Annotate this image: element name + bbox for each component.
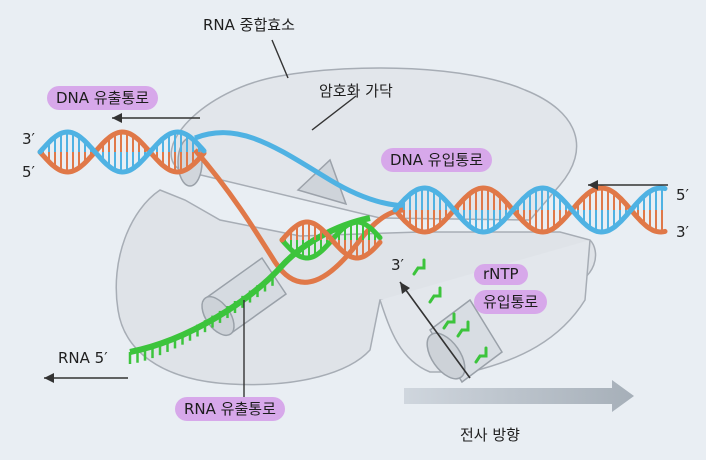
rna-polymerase-label: RNA 중합효소 [203,16,295,34]
dna-entry-arrow [588,180,668,190]
right-5-prime: 5′ [676,186,689,204]
dna-backbone [392,185,668,235]
coding-strand-label: 암호화 가닥 [319,82,393,100]
dna-exit-arrow [112,113,200,123]
rna-exit-arrow [44,373,128,383]
rntp-label: rNTP [474,264,528,285]
dna-exit-channel-label: DNA 유출통로 [47,86,159,110]
rntp-molecule [412,258,426,276]
rntp-molecule [428,286,442,304]
rna-exit-channel-label: RNA 유출통로 [175,397,285,421]
left-5-prime: 5′ [22,163,35,181]
rna-transcript [129,215,371,355]
dna-helix-downstream [392,185,668,235]
dna-backbone [279,219,383,261]
rna-elongation-arrow [399,281,471,379]
left-3-prime: 3′ [22,130,35,148]
leader-lines [243,39,357,400]
right-3-prime: 3′ [676,223,689,241]
rna-bases [128,273,274,364]
rna-dna-hybrid [279,219,383,261]
dna-entry-channel-label: DNA 유입통로 [381,148,493,172]
rntp-molecule [456,320,470,338]
transcription-direction-label: 전사 방향 [460,426,520,444]
rntp-molecule [442,312,456,330]
rntp-entry-channel-label: 유입통로 [474,290,548,314]
dna-backbone [37,129,207,175]
dna-backbone [37,129,207,175]
rntp-molecule [474,346,488,364]
rna-3-prime: 3′ [391,256,404,274]
transcription-direction-arrow [404,380,634,412]
rntp-molecules [412,258,488,364]
dna-backbone [392,185,668,235]
template-strand-bubble [193,148,406,285]
rna-5-prime-label: RNA 5′ [58,349,108,367]
coding-strand-bubble [194,130,406,209]
dna-helix-upstream [37,129,207,175]
rna-polymerase-body [115,67,597,386]
